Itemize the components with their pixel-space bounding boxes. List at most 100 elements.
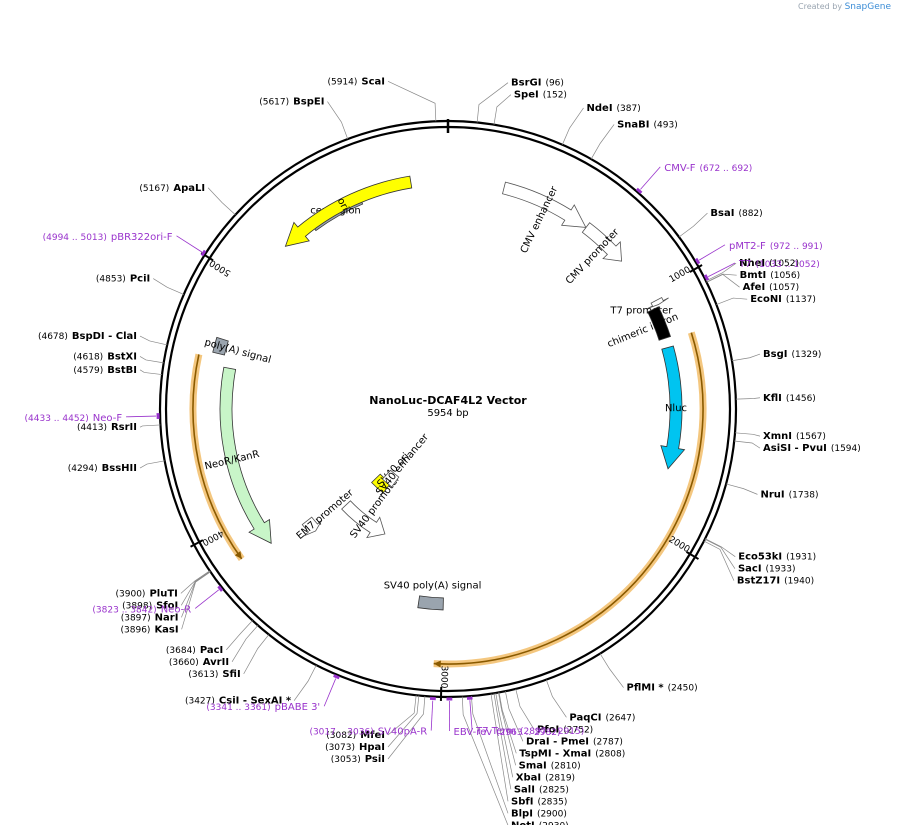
site-name-bmti-1056: BmtI bbox=[740, 270, 767, 281]
primer-pos-t7-term: (2897 .. 2915) bbox=[520, 727, 584, 737]
site-name-econi-1137: EcoNI bbox=[750, 294, 782, 305]
site-name-nari-3897: NarI bbox=[155, 612, 179, 623]
site-line-noti-2930 bbox=[461, 696, 509, 825]
primer-pos-pmt2-f: (972 .. 991) bbox=[770, 242, 823, 252]
site-line-kasi-3896 bbox=[181, 571, 211, 630]
primer-name-pbr322ori-f: pBR322ori-F bbox=[111, 232, 173, 243]
primer-line-pbabe-3 bbox=[323, 678, 337, 707]
site-pos-bsgi-1329: (1329) bbox=[791, 350, 821, 360]
feature-label-sv40-enhancer: SV40 enhancer bbox=[374, 431, 431, 497]
primer-line-t7 bbox=[708, 262, 736, 277]
site-pos-tspmi-xmai-2808: (2808) bbox=[595, 749, 625, 759]
orf-layer bbox=[189, 331, 707, 668]
site-label-paci-3684: (3684) PacI bbox=[166, 640, 223, 657]
site-pos-sfii-3613: (3613) bbox=[188, 670, 218, 680]
site-name-hpai-3073: HpaI bbox=[359, 742, 385, 753]
site-pos-bsshii-4294: (4294) bbox=[68, 464, 98, 474]
primer-layer: CMV-F (672 .. 692)pMT2-F (972 .. 991)T7 … bbox=[25, 163, 823, 739]
site-line-blpi-2900 bbox=[471, 696, 509, 814]
site-label-pcii-4853: (4853) PciI bbox=[96, 269, 150, 286]
site-name-tspmi-xmai-2808: TspMI - XmaI bbox=[519, 748, 591, 759]
primer-name-neo-f: Neo-F bbox=[93, 413, 123, 424]
orf-arrowhead-1 bbox=[433, 660, 441, 668]
site-pos-smai-2810: (2810) bbox=[551, 761, 581, 771]
site-line-eco53ki-1931 bbox=[705, 538, 736, 557]
site-label-sfii-3613: (3613) SfiI bbox=[188, 664, 240, 681]
site-pos-nari-3897: (3897) bbox=[121, 613, 151, 623]
site-name-smai-2810: SmaI bbox=[519, 760, 547, 771]
site-pos-saci-1933: (1933) bbox=[766, 565, 796, 575]
site-line-bsshii-4294 bbox=[139, 460, 165, 469]
site-name-nhei-1052: NheI bbox=[739, 258, 765, 269]
primer-label-sv40pa-r: (3017 .. 3036) SV40pA-R bbox=[309, 722, 427, 739]
tick-mark-4000 bbox=[190, 539, 204, 548]
map-length: 5954 bp bbox=[427, 408, 468, 419]
site-line-bsrgi-96 bbox=[476, 82, 509, 123]
site-label-bsai-882: BsaI (882) bbox=[710, 203, 762, 220]
primer-name-sv40pa-r: SV40pA-R bbox=[378, 727, 427, 738]
site-label-bmti-1056: BmtI (1056) bbox=[740, 265, 800, 282]
feature-em7-promoter bbox=[301, 516, 323, 537]
map-title: NanoLuc-DCAF4L2 Vector bbox=[369, 394, 527, 407]
tick-mark-1000 bbox=[689, 264, 703, 273]
feature-sv40-enhancer bbox=[381, 469, 400, 488]
site-pos-econi-1137: (1137) bbox=[786, 295, 816, 305]
site-line-econi-1137 bbox=[716, 297, 748, 305]
site-label-bspei-5617: (5617) BspEI bbox=[259, 92, 324, 109]
orf-band-1 bbox=[433, 331, 707, 668]
site-label-kfli-1456: KflI (1456) bbox=[763, 388, 816, 405]
site-pos-sbfi-2835: (2835) bbox=[537, 797, 567, 807]
primer-label-t7-term: T7 Term (2897 .. 2915) bbox=[475, 721, 584, 738]
primer-name-cmv-f: CMV-F bbox=[664, 163, 695, 174]
primer-mark-pbabe-3 bbox=[333, 674, 340, 680]
site-line-pflmi-2450 bbox=[599, 653, 624, 688]
site-line-asisi-pvui-1594 bbox=[734, 440, 761, 449]
site-line-snabi-493 bbox=[590, 124, 615, 160]
site-label-psii-3053: (3053) PsiI bbox=[331, 749, 385, 766]
site-name-bstbi-4579: BstBI bbox=[107, 365, 137, 376]
site-line-psii-3053 bbox=[387, 696, 426, 760]
site-line-spei-152 bbox=[493, 94, 512, 125]
snapgene-brand: Created by SnapGene bbox=[798, 2, 891, 12]
site-label-asisi-pvui-1594: AsiSI - PvuI (1594) bbox=[763, 438, 861, 455]
site-label-nari-3897: (3897) NarI bbox=[121, 607, 179, 624]
site-pos-kasi-3896: (3896) bbox=[121, 625, 151, 635]
site-pos-mfei-3082: (3082) bbox=[326, 731, 356, 741]
site-label-csii-sexai-3427: (3427) CsiI - SexAI * bbox=[185, 691, 292, 708]
site-name-avrii-3660: AvrII bbox=[203, 657, 229, 668]
primer-pos-cmv-f: (672 .. 692) bbox=[699, 164, 752, 174]
feature-chimeric-intron bbox=[647, 306, 672, 341]
site-line-csii-sexai-3427 bbox=[293, 664, 317, 701]
site-label-nhei-1052: NheI (1052) bbox=[739, 253, 799, 270]
primer-name-t7: T7 bbox=[738, 259, 751, 270]
site-label-scai-5914: (5914) ScaI bbox=[327, 71, 385, 88]
site-pos-bspdi-clai-4678: (4678) bbox=[38, 332, 68, 342]
site-line-afei-1057 bbox=[706, 274, 740, 288]
site-name-asisi-pvui-1594: AsiSI - PvuI bbox=[763, 443, 827, 454]
primer-name-pbabe-3: pBABE 3' bbox=[275, 702, 321, 713]
site-pos-noti-2930: (2930) bbox=[539, 821, 569, 825]
feature-nluc bbox=[660, 345, 686, 470]
site-line-rsrii-4413 bbox=[139, 424, 161, 428]
site-label-nrui-1738: NruI (1738) bbox=[760, 484, 818, 501]
site-name-bsgi-1329: BsgI bbox=[763, 349, 787, 360]
site-pos-asisi-pvui-1594: (1594) bbox=[831, 444, 861, 454]
site-name-ndei-387: NdeI bbox=[587, 103, 613, 114]
site-line-sbfi-2835 bbox=[490, 693, 509, 802]
site-pos-nhei-1052: (1052) bbox=[769, 259, 799, 269]
site-line-paci-3684 bbox=[226, 620, 253, 651]
site-name-kfli-1456: KflI bbox=[763, 393, 782, 404]
primer-mark-neo-r bbox=[217, 585, 224, 592]
site-label-econi-1137: EcoNI (1137) bbox=[750, 289, 816, 306]
site-label-blpi-2900: BlpI (2900) bbox=[511, 803, 567, 820]
site-pos-snabi-493: (493) bbox=[654, 120, 678, 130]
site-line-bstz17i-1940 bbox=[703, 540, 735, 581]
site-pos-bsrgi-96: (96) bbox=[545, 79, 563, 89]
site-name-sfii-3613: SfiI bbox=[222, 669, 240, 680]
site-pos-afei-1057: (1057) bbox=[769, 283, 799, 293]
tick-label-4000: 4000 bbox=[200, 527, 225, 547]
site-pos-xmni-1567: (1567) bbox=[796, 432, 826, 442]
primer-pos-ebv-rev: (2963 .. 2982) bbox=[496, 728, 560, 738]
feature-sv40-promoter bbox=[341, 500, 386, 539]
feature-poly-a-signal bbox=[212, 336, 229, 356]
